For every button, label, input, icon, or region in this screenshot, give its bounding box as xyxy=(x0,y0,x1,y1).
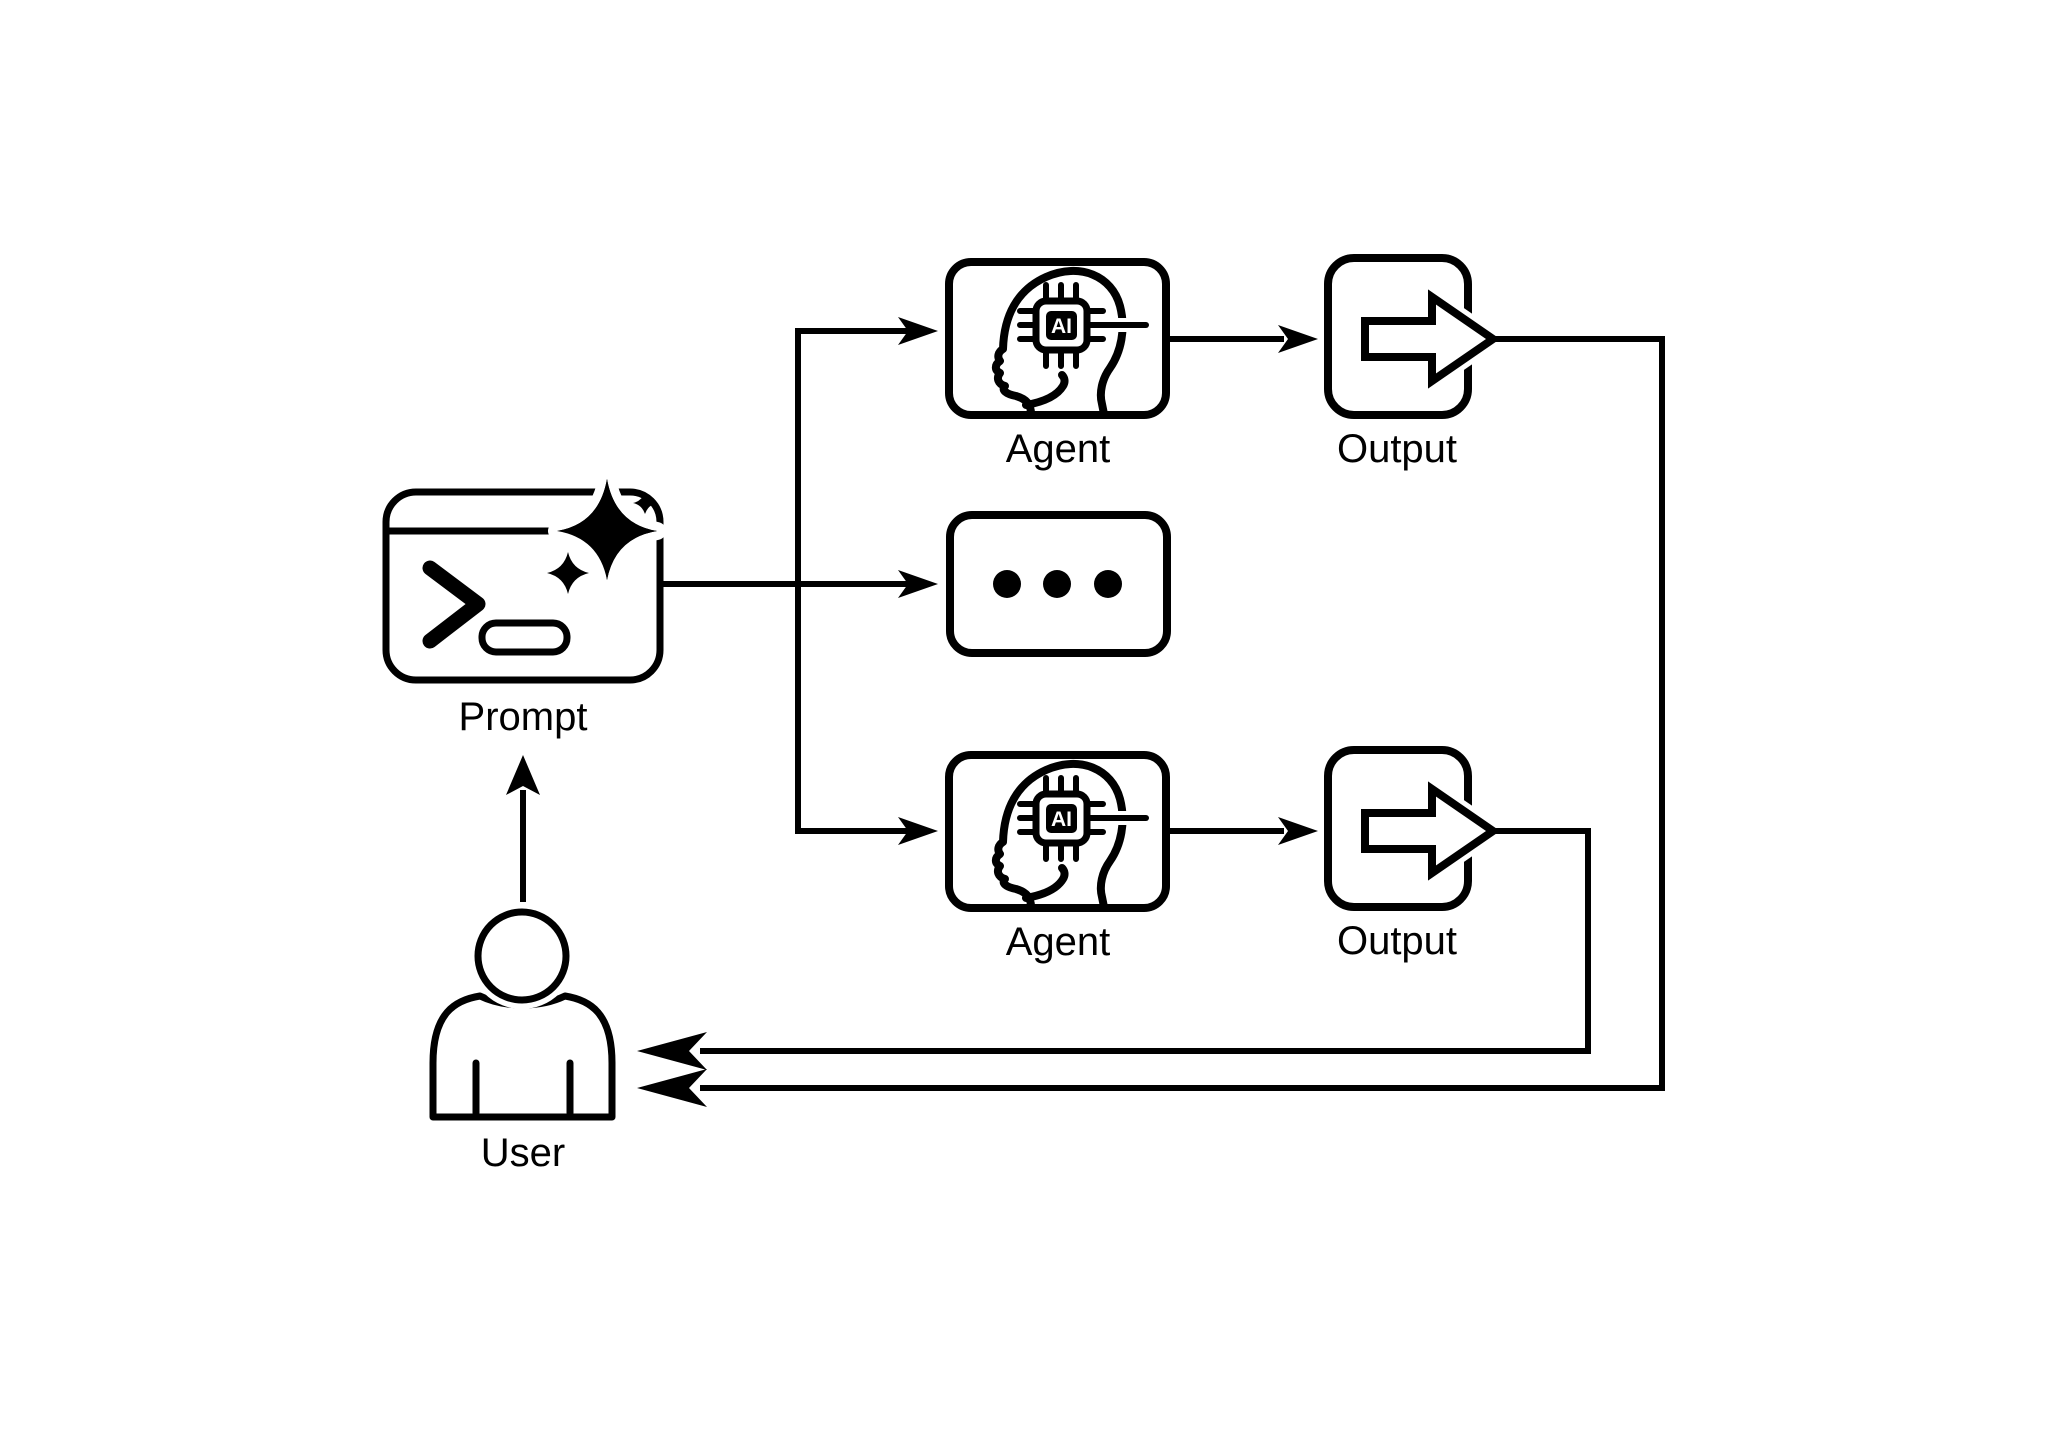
output-bottom-label: Output xyxy=(1337,919,1457,963)
edge-output-bottom-to-user xyxy=(700,828,1591,1054)
arrowhead-to-agent-top xyxy=(898,317,938,345)
terminal-chevron-icon xyxy=(422,560,486,649)
edge-output-top-to-user xyxy=(700,336,1665,1091)
prompt-label: Prompt xyxy=(459,695,588,739)
person-arm-seams xyxy=(472,1059,574,1117)
node-agent-bottom: Agent xyxy=(945,751,1170,964)
arrowhead-to-user-lower xyxy=(637,1069,707,1107)
ellipsis-dot xyxy=(993,570,1021,598)
output-top-label: Output xyxy=(1337,427,1457,471)
arrowhead-up xyxy=(506,755,540,795)
node-prompt: Prompt xyxy=(382,470,666,739)
node-agent-top: Agent xyxy=(945,258,1170,471)
terminal-dash-icon xyxy=(478,619,571,656)
arrowhead-to-user-upper xyxy=(637,1032,707,1070)
person-icon xyxy=(429,903,616,1121)
node-output-top: Output xyxy=(1324,254,1493,471)
person-head xyxy=(474,908,570,1004)
arrowhead-to-output-bottom xyxy=(1278,817,1318,845)
node-ellipsis xyxy=(946,511,1171,657)
user-label: User xyxy=(481,1131,565,1175)
ellipsis-icon xyxy=(993,570,1122,598)
sparkle-large-fill xyxy=(557,479,657,580)
ellipsis-dot xyxy=(1094,570,1122,598)
connector-lines xyxy=(506,317,1665,1107)
arrowhead-to-output-top xyxy=(1278,325,1318,353)
edge-fanout-branches xyxy=(795,328,914,834)
arrowhead-to-ellipsis xyxy=(898,570,938,598)
sparkle-small-top-icon xyxy=(633,492,657,514)
agent-bottom-label: Agent xyxy=(1006,920,1111,964)
ellipsis-dot xyxy=(1043,570,1071,598)
node-output-bottom: Output xyxy=(1324,746,1493,963)
agent-top-label: Agent xyxy=(1006,427,1111,471)
sparkle-small-bottom-icon xyxy=(547,552,589,594)
arrowhead-to-agent-bottom xyxy=(898,817,938,845)
person-body xyxy=(429,992,616,1121)
node-user: User xyxy=(429,903,616,1175)
